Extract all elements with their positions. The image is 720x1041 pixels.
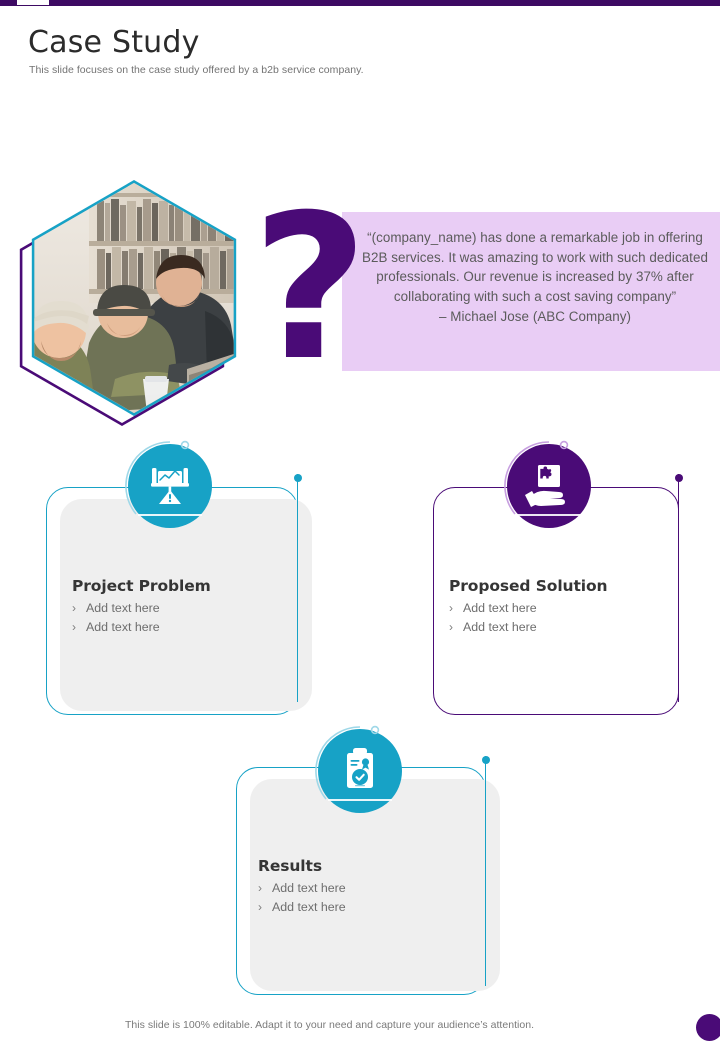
bullet-text: Add text here — [86, 601, 160, 615]
card-project-problem[interactable]: Project Problem › Add text here › Add te… — [46, 487, 312, 715]
hand-puzzle-icon — [525, 465, 565, 507]
page-title: Case Study — [28, 25, 200, 60]
card-content: Proposed Solution › Add text here › Add … — [449, 577, 664, 637]
quote-author: – Michael Jose (ABC Company) — [439, 309, 631, 325]
card-connector-stem — [481, 756, 490, 986]
icon-badge-proposed-solution[interactable] — [504, 440, 591, 528]
card-title: Results — [258, 857, 322, 875]
card-results[interactable]: Results › Add text here › Add text here — [236, 767, 500, 995]
quote-background-band — [342, 212, 720, 371]
card-connector-stem — [674, 474, 683, 702]
page-subtitle: This slide focuses on the case study off… — [29, 64, 364, 76]
card-surface — [60, 499, 312, 711]
clipboard-check-icon — [347, 748, 373, 788]
footer-note: This slide is 100% editable. Adapt it to… — [125, 1019, 535, 1031]
card-surface — [250, 779, 500, 991]
icon-badge-results[interactable] — [315, 725, 402, 813]
icon-badge-project-problem[interactable] — [125, 440, 212, 528]
badge-ring-icon — [504, 440, 569, 515]
badge-ring-icon — [315, 725, 380, 800]
card-connector-stem — [293, 474, 302, 702]
question-mark-icon: ? — [252, 172, 368, 405]
quote-text: “(company_name) has done a remarkable jo… — [362, 230, 708, 304]
card-bullet: › Add text here — [72, 599, 282, 618]
badge-underline — [138, 514, 202, 516]
card-content: Project Problem › Add text here › Add te… — [72, 577, 282, 637]
bullet-text: Add text here — [463, 601, 537, 615]
bullet-chevron-icon: › — [258, 900, 262, 914]
top-accent-bar — [0, 0, 720, 6]
team-photo-illustration — [34, 183, 234, 413]
quote-block: “(company_name) has done a remarkable jo… — [360, 228, 710, 327]
bullet-text: Add text here — [463, 620, 537, 634]
bullet-text: Add text here — [272, 900, 346, 914]
bullet-chevron-icon: › — [258, 881, 262, 895]
card-title: Proposed Solution — [449, 577, 608, 595]
card-title: Project Problem — [72, 577, 211, 595]
card-bullet: › Add text here — [258, 879, 470, 898]
bullet-chevron-icon: › — [449, 601, 453, 615]
card-bullet: › Add text here — [72, 618, 282, 637]
card-bullet: › Add text here — [449, 599, 664, 618]
badge-ring-icon — [125, 440, 190, 515]
card-bullet: › Add text here — [258, 898, 470, 917]
bullet-text: Add text here — [86, 620, 160, 634]
connector-dot — [293, 474, 302, 482]
top-bar-notch — [16, 0, 50, 6]
footer-accent-dot — [696, 1014, 720, 1041]
connector-dot — [481, 756, 490, 764]
badge-underline — [517, 514, 581, 516]
presentation-chart-warning-icon — [151, 468, 189, 504]
bullet-chevron-icon: › — [72, 601, 76, 615]
badge-underline — [328, 799, 392, 801]
bullet-chevron-icon: › — [449, 620, 453, 634]
hexagon-photo-group — [4, 180, 254, 428]
connector-dot — [674, 474, 683, 482]
card-bullet: › Add text here — [449, 618, 664, 637]
bullet-text: Add text here — [272, 881, 346, 895]
bullet-chevron-icon: › — [72, 620, 76, 634]
card-content: Results › Add text here › Add text here — [258, 857, 470, 917]
